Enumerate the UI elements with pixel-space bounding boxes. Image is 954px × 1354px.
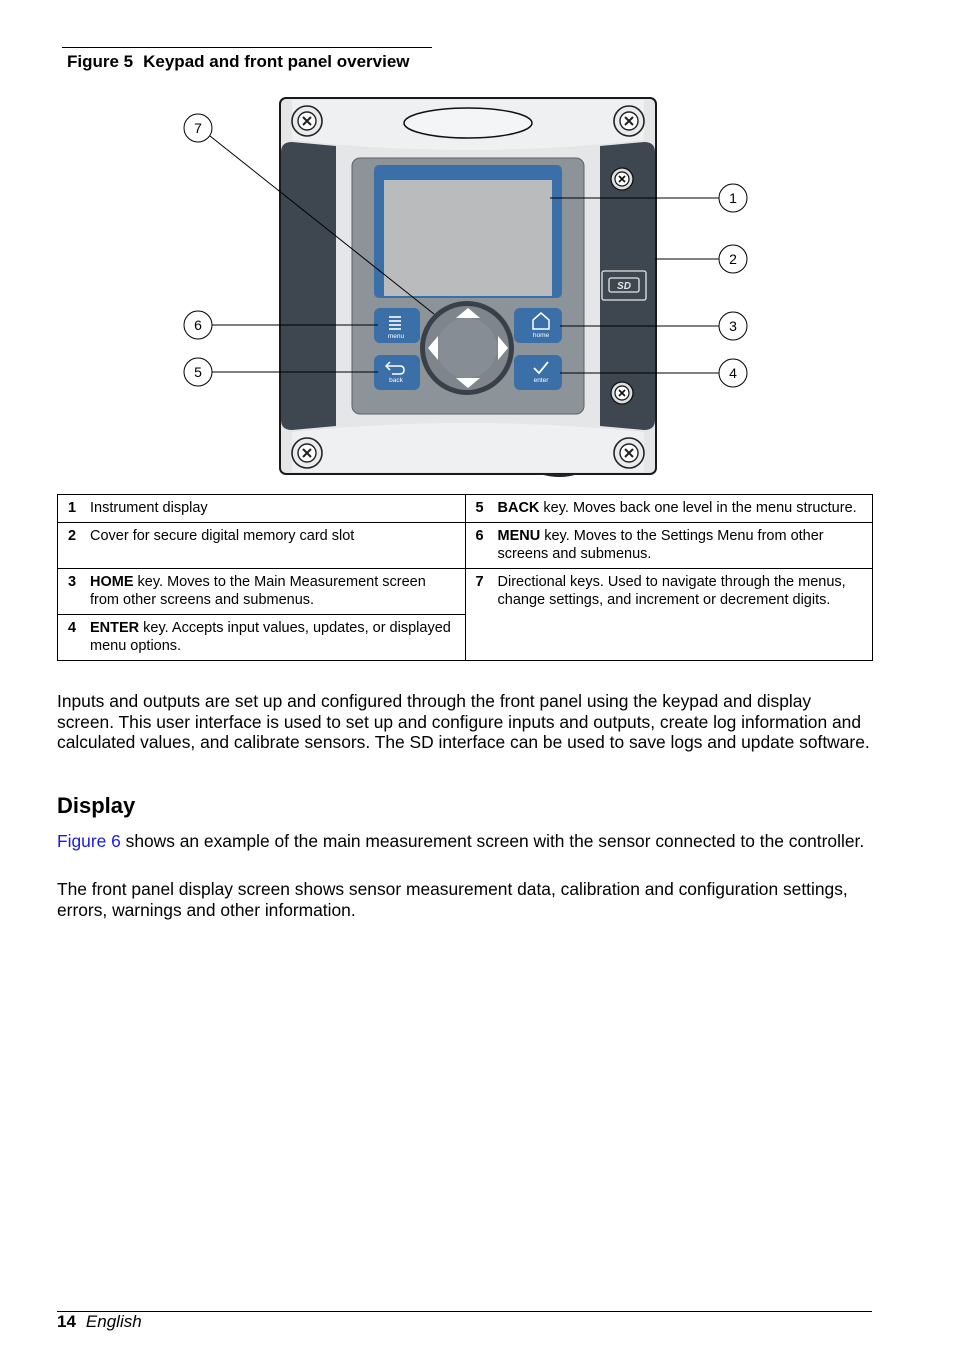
- back-key: [374, 355, 420, 390]
- screw-icon: [613, 105, 645, 137]
- legend-number: 5: [475, 500, 484, 516]
- figure-6-link[interactable]: Figure 6: [57, 831, 121, 851]
- back-key-label: back: [389, 377, 403, 384]
- footer-rule: [57, 1311, 872, 1312]
- legend-number: 3: [68, 574, 77, 590]
- screw-icon: [610, 381, 634, 405]
- display-paragraph-1-text: shows an example of the main measurement…: [120, 831, 865, 851]
- legend-number: 2: [68, 528, 77, 544]
- intro-paragraph: Inputs and outputs are set up and config…: [57, 691, 870, 752]
- figure-number: Figure 5: [67, 52, 134, 71]
- callout-5: 5: [194, 364, 202, 380]
- figure-caption: Figure 5 Keypad and front panel overview: [67, 52, 410, 72]
- panel-bottom-band: [292, 423, 644, 472]
- page-number: 14: [57, 1312, 76, 1331]
- home-icon: [532, 312, 550, 330]
- menu-icon: [389, 316, 401, 330]
- legend-number: 4: [68, 620, 77, 636]
- legend-number: 6: [475, 528, 484, 544]
- legend-cell: 4 ENTER key. Accepts input values, update…: [57, 614, 466, 661]
- legend-text: key. Moves to the Main Measurement scree…: [90, 574, 426, 608]
- home-key-label: home: [533, 332, 550, 339]
- callout-leaders: [209, 135, 719, 374]
- callout-7: 7: [194, 120, 202, 136]
- menu-key-label: menu: [388, 333, 405, 340]
- callout-1: 1: [729, 190, 737, 206]
- legend-key-name: BACK: [497, 500, 540, 516]
- right-side-panel: [600, 142, 655, 430]
- legend-text: Directional keys. Used to navigate throu…: [497, 574, 846, 608]
- callout-2: 2: [729, 251, 737, 267]
- legend-text: key. Moves to the Settings Menu from oth…: [497, 528, 824, 562]
- figure-legend-table: 1 Instrument display 5 BACK key. Moves bac…: [57, 494, 873, 661]
- arrow-right-icon: [498, 336, 508, 360]
- legend-key-name: MENU: [497, 528, 541, 544]
- enter-key-label: enter: [534, 377, 550, 384]
- footer-language: English: [85, 1312, 142, 1331]
- home-key: [514, 308, 562, 343]
- screw-icon: [291, 105, 323, 137]
- left-side-panel: [281, 142, 336, 430]
- legend-key-name: ENTER: [90, 620, 140, 636]
- display-paragraph-2: The front panel display screen shows sen…: [57, 879, 848, 920]
- instrument-display: [384, 180, 552, 296]
- legend-cell: 5 BACK key. Moves back one level in the m…: [464, 494, 873, 523]
- callout-3: 3: [729, 318, 737, 334]
- callout-6: 6: [194, 317, 202, 333]
- section-heading: Display: [57, 793, 136, 818]
- checkmark-icon: [533, 361, 549, 375]
- arrow-left-icon: [428, 336, 438, 360]
- legend-text: key. Moves back one level in the menu st…: [539, 500, 857, 516]
- sd-label: SD: [617, 281, 631, 292]
- panel-top-oval: [403, 107, 533, 139]
- legend-key-name: HOME: [90, 574, 134, 590]
- sd-card-slot-cover: [601, 270, 647, 301]
- legend-cell: 6 MENU key. Moves to the Settings Menu fr…: [464, 522, 873, 569]
- arrow-up-icon: [456, 308, 480, 318]
- figure-title: Keypad and front panel overview: [143, 52, 410, 71]
- legend-cell: 7 Directional keys. Used to navigate thro…: [464, 568, 873, 661]
- legend-cell: 3 HOME key. Moves to the Main Measurement…: [57, 568, 466, 615]
- screw-icon: [291, 437, 323, 469]
- front-panel-illustration: menu home back enter SD 1 2 3 4 5 6 7: [183, 97, 748, 477]
- callout-4: 4: [729, 365, 737, 381]
- legend-cell: 2 Cover for secure digital memory card sl…: [57, 522, 466, 569]
- legend-number: 7: [475, 574, 484, 590]
- legend-text: key. Accepts input values, updates, or d…: [90, 620, 451, 654]
- screw-icon: [610, 167, 634, 191]
- page-footer: 14 English: [57, 1312, 142, 1332]
- figure-top-rule: [62, 47, 432, 48]
- display-paragraph-1: Figure 6 shows an example of the main me…: [57, 831, 872, 852]
- arrow-down-icon: [456, 378, 480, 388]
- back-icon: [384, 361, 405, 375]
- legend-number: 1: [68, 500, 77, 516]
- legend-text: Cover for secure digital memory card slo…: [90, 528, 355, 544]
- screw-icon: [613, 437, 645, 469]
- legend-cell: 1 Instrument display: [57, 494, 466, 523]
- legend-text: Instrument display: [90, 500, 208, 516]
